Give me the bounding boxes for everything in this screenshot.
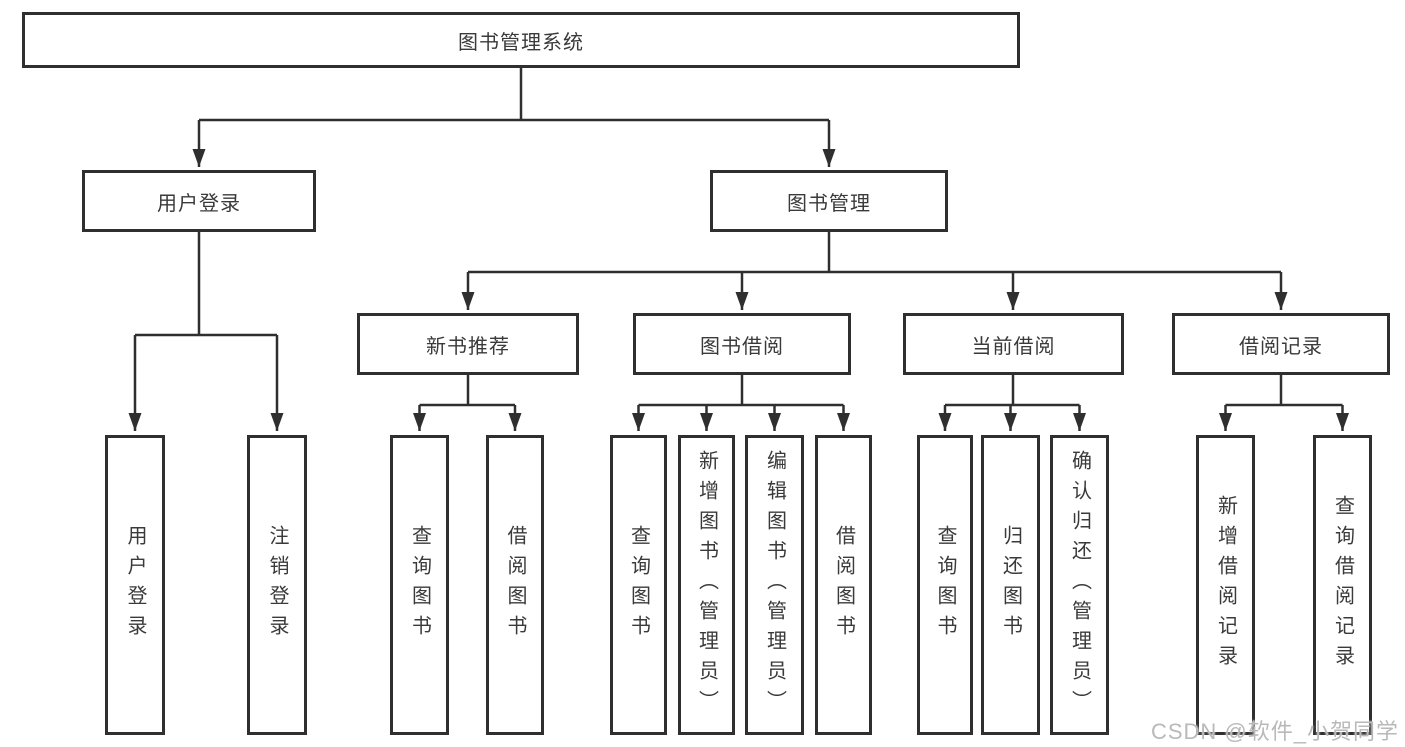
node-leaf-add-books-admin: 新增图书（管理员）: [678, 435, 735, 735]
node-leaf-query-borrow-record: 查询借阅记录: [1313, 435, 1372, 735]
connector-book-borrowing-branch: [632, 375, 850, 431]
connector-root-to-level2: [192, 68, 836, 167]
node-label: 借阅记录: [1239, 335, 1323, 358]
node-label: 借阅图书: [504, 525, 526, 645]
node-label: 新书推荐: [426, 335, 510, 358]
node-leaf-confirm-return-admin: 确认归还（管理员）: [1050, 435, 1109, 735]
node-borrowing-records: 借阅记录: [1172, 313, 1390, 375]
node-new-book-recommendation: 新书推荐: [357, 313, 579, 375]
node-label: 图书管理系统: [458, 31, 584, 54]
connector-borrowing-records-branch: [1219, 375, 1349, 431]
node-label: 图书借阅: [700, 335, 784, 358]
node-leaf-borrow-books-recommend: 借阅图书: [486, 435, 544, 735]
node-label: 注销登录: [266, 525, 288, 645]
node-book-management: 图书管理: [710, 170, 948, 232]
connector-user-login-branch: [128, 232, 284, 431]
node-label: 查询借阅记录: [1331, 495, 1354, 675]
node-label: 用户登录: [157, 192, 241, 215]
node-leaf-return-books: 归还图书: [981, 435, 1040, 735]
node-leaf-user-login: 用户登录: [105, 435, 165, 735]
connector-book-management-branch: [461, 232, 1288, 310]
node-user-login: 用户登录: [82, 170, 316, 232]
node-leaf-query-books-recommend: 查询图书: [390, 435, 449, 735]
node-leaf-edit-books-admin: 编辑图书（管理员）: [745, 435, 804, 735]
node-label: 查询图书: [934, 525, 956, 645]
node-label: 归还图书: [999, 525, 1022, 645]
node-leaf-add-borrow-record: 新增借阅记录: [1196, 435, 1255, 735]
node-label: 查询图书: [408, 525, 431, 645]
node-book-borrowing: 图书借阅: [633, 313, 851, 375]
node-leaf-logout: 注销登录: [247, 435, 307, 735]
node-label: 新增图书（管理员）: [695, 450, 718, 720]
node-label: 图书管理: [787, 192, 871, 215]
node-library-system: 图书管理系统: [22, 12, 1020, 68]
node-label: 确认归还（管理员）: [1068, 450, 1091, 720]
node-label: 当前借阅: [971, 335, 1056, 358]
connector-current-borrowing-branch: [938, 375, 1086, 431]
node-leaf-query-books-borrowing: 查询图书: [610, 435, 667, 735]
node-leaf-query-books-current: 查询图书: [917, 435, 973, 735]
node-label: 新增借阅记录: [1214, 495, 1237, 675]
node-label: 用户登录: [124, 525, 146, 645]
node-label: 借阅图书: [832, 525, 855, 645]
node-leaf-borrow-books: 借阅图书: [815, 435, 872, 735]
connector-new-book-branch: [413, 375, 522, 431]
node-label: 编辑图书（管理员）: [763, 450, 786, 720]
node-current-borrowing: 当前借阅: [903, 313, 1124, 375]
node-label: 查询图书: [627, 525, 650, 645]
